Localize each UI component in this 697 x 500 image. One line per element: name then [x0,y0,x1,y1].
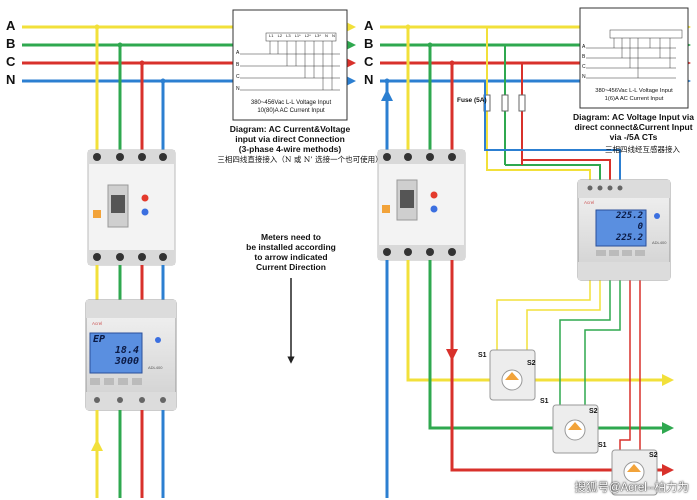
right-meter-l2: 0 [637,222,643,232]
ct2-s2-label: S2 [589,408,598,415]
inset-right-row-a: A [582,44,586,50]
terminal-label: L1* [294,33,301,38]
caption-right-cn: 三相四线经互感器接入 [605,145,680,154]
watermark: 搜狐号@Acrel--柏力为 [574,482,689,494]
center-note: Meters need to be installed according to… [235,232,347,272]
left-meter-l1: EP [93,334,106,345]
ct3-s2-label: S2 [649,452,658,459]
inset-right-line2: 1(6)A AC Current Input [604,96,664,102]
terminal-label: L3* [314,33,321,38]
terminal-label: L1 [269,33,274,38]
inset-row-a: A [236,50,240,56]
phase-b-label: B [6,36,16,51]
left-meter-l3: 3000 [114,356,139,367]
caption-left: Diagram: AC Current&Voltage input via di… [228,124,352,154]
fuse-taps [483,27,621,185]
caption-left-line2: input via direct Connection [235,134,345,144]
terminal-label: L3 [286,33,291,38]
phase-c-label: C [6,54,16,69]
right-meter-model: ADL400 [652,240,667,245]
right-inset [579,7,689,109]
center-note-line4: Current Direction [256,262,326,272]
ct-1 [489,349,536,401]
caption-left-line3: (3-phase 4-wire methods) [238,144,342,154]
center-note-line1: Meters need to [261,232,321,242]
caption-left-line1: Diagram: AC Current&Voltage [229,124,351,134]
inset-right-row-n: N [582,74,586,80]
inset-row-b: B [236,62,240,68]
right-meter-l1: 225.2 [615,211,643,221]
left-meter-model: ADL400 [148,365,163,370]
fuse-label: Fuse (5A) [457,97,487,104]
ct2-s1-label: S1 [540,398,549,405]
left-inset [232,9,348,121]
right-meter-display: 225.2 0 225.2 [599,211,643,244]
center-note-line3: to arrow indicated [254,252,328,262]
left-meter-l2: 18.4 [114,345,139,356]
caption-right-line3: via -/5A CTs [609,132,658,142]
ct3-s1-label: S1 [598,442,607,449]
right-breaker [377,149,466,261]
caption-left-cn: 三相四线直接接入（N 或 N’ 选接一个也可使用） [217,155,383,164]
terminal-label: N [325,33,328,38]
inset-right-row-c: C [582,64,586,70]
terminal-label: L2 [277,33,283,38]
terminal-label: N [332,33,335,38]
caption-right: Diagram: AC Voltage Input via direct con… [570,112,697,142]
terminal-label: L2* [304,33,311,38]
caption-right-line2: direct connect&Current Input [574,122,693,132]
phase-a-label: A [6,18,16,33]
caption-right-line1: Diagram: AC Voltage Input via [573,112,694,122]
phase-c-label-right: C [364,54,374,69]
left-bottom-wires [91,410,165,498]
left-meter-display: EP 18.4 3000 [93,334,139,367]
left-drops [94,24,166,152]
phase-a-label-right: A [364,18,374,33]
phase-n-label-right: N [364,72,374,87]
left-breaker [87,149,176,266]
inset-left-line2: 10(80)A AC Current Input [257,108,325,114]
right-meter-brand: Acrel [584,200,595,205]
left-meter [85,299,177,411]
inset-right-line1: 380~456Vac L-L Voltage Input [595,88,673,94]
inset-left-line1: 380~456Vac L-L Voltage Input [250,100,332,106]
ct1-s1-label: S1 [478,352,487,359]
right-meter [577,179,671,281]
ct-2 [552,404,599,454]
ct-secondary-wires [496,255,641,452]
right-meter-l3: 225.2 [615,233,643,243]
left-meter-brand: Acrel [92,321,103,326]
phase-b-label-right: B [364,36,374,51]
inset-terminals: L1 L2 L3 L1* L2* L3* N N [267,33,337,38]
center-note-line2: be installed according [246,242,336,252]
ct-3 [611,449,658,496]
inset-row-c: C [236,74,240,80]
inset-row-n: N [236,86,240,92]
inset-right-row-b: B [582,54,586,60]
phase-n-label: N [6,72,16,87]
ct1-s2-label: S2 [527,360,536,367]
